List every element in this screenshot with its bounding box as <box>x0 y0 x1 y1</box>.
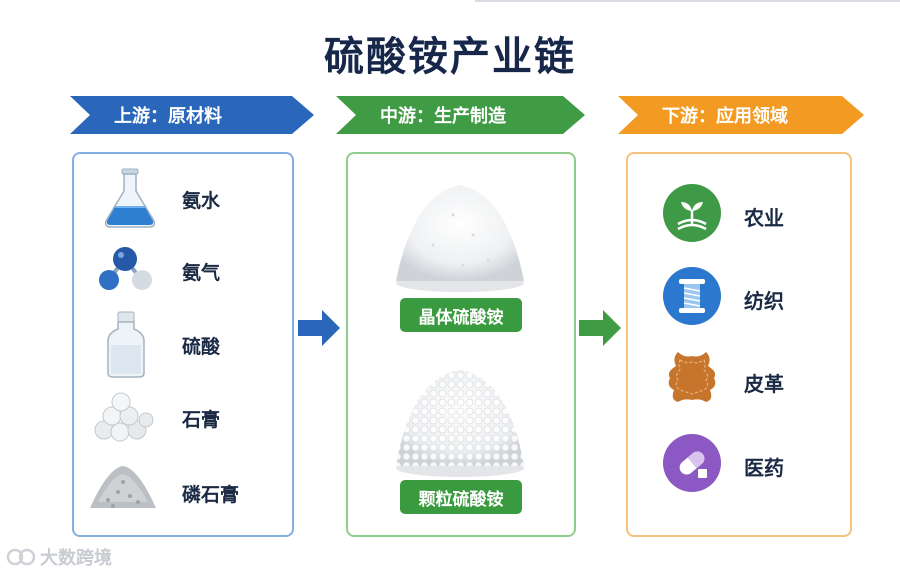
midstream-item-granule: 颗粒硫酸铵 <box>400 480 522 514</box>
midstream-item-crystal: 晶体硫酸铵 <box>400 298 522 332</box>
leather-hide-icon <box>668 352 716 402</box>
downstream-item-medicine: 医药 <box>744 456 784 480</box>
capsule-icon <box>663 434 721 492</box>
granule-image <box>396 370 524 477</box>
molecule-icon <box>99 247 152 290</box>
upstream-item-gypsum: 石膏 <box>182 409 221 431</box>
watermark-text: 大数跨境 <box>40 548 112 569</box>
bottle-icon <box>107 311 145 378</box>
downstream-item-agriculture: 农业 <box>744 206 784 230</box>
downstream-item-textile: 纺织 <box>744 289 784 313</box>
gypsum-pile-icon <box>94 392 154 442</box>
upstream-item-ammonia-water: 氨水 <box>182 190 221 212</box>
top-divider <box>475 0 900 2</box>
upstream-item-phosphogypsum: 磷石膏 <box>182 484 240 506</box>
upstream-item-sulfuric-acid: 硫酸 <box>182 336 221 358</box>
stage-midstream-header: 中游：生产制造 <box>336 96 585 134</box>
crystal-powder-image <box>396 185 524 292</box>
downstream-item-leather: 皮革 <box>744 372 784 396</box>
page-title: 硫酸铵产业链 <box>324 34 576 80</box>
arrow-right-icon <box>579 310 621 346</box>
downstream-panel <box>626 152 852 537</box>
thread-spool-icon <box>663 267 721 325</box>
watermark: 大数跨境 <box>6 544 112 570</box>
leaf-icon <box>663 184 721 242</box>
flask-icon <box>104 168 156 228</box>
upstream-item-ammonia-gas: 氨气 <box>182 262 221 284</box>
watermark-logo-icon <box>6 548 36 566</box>
stage-downstream-header: 下游：应用领域 <box>618 96 864 134</box>
phosphogypsum-pile-icon <box>90 466 156 508</box>
stage-upstream-header: 上游：原材料 <box>70 96 314 134</box>
arrow-right-icon <box>298 310 340 346</box>
